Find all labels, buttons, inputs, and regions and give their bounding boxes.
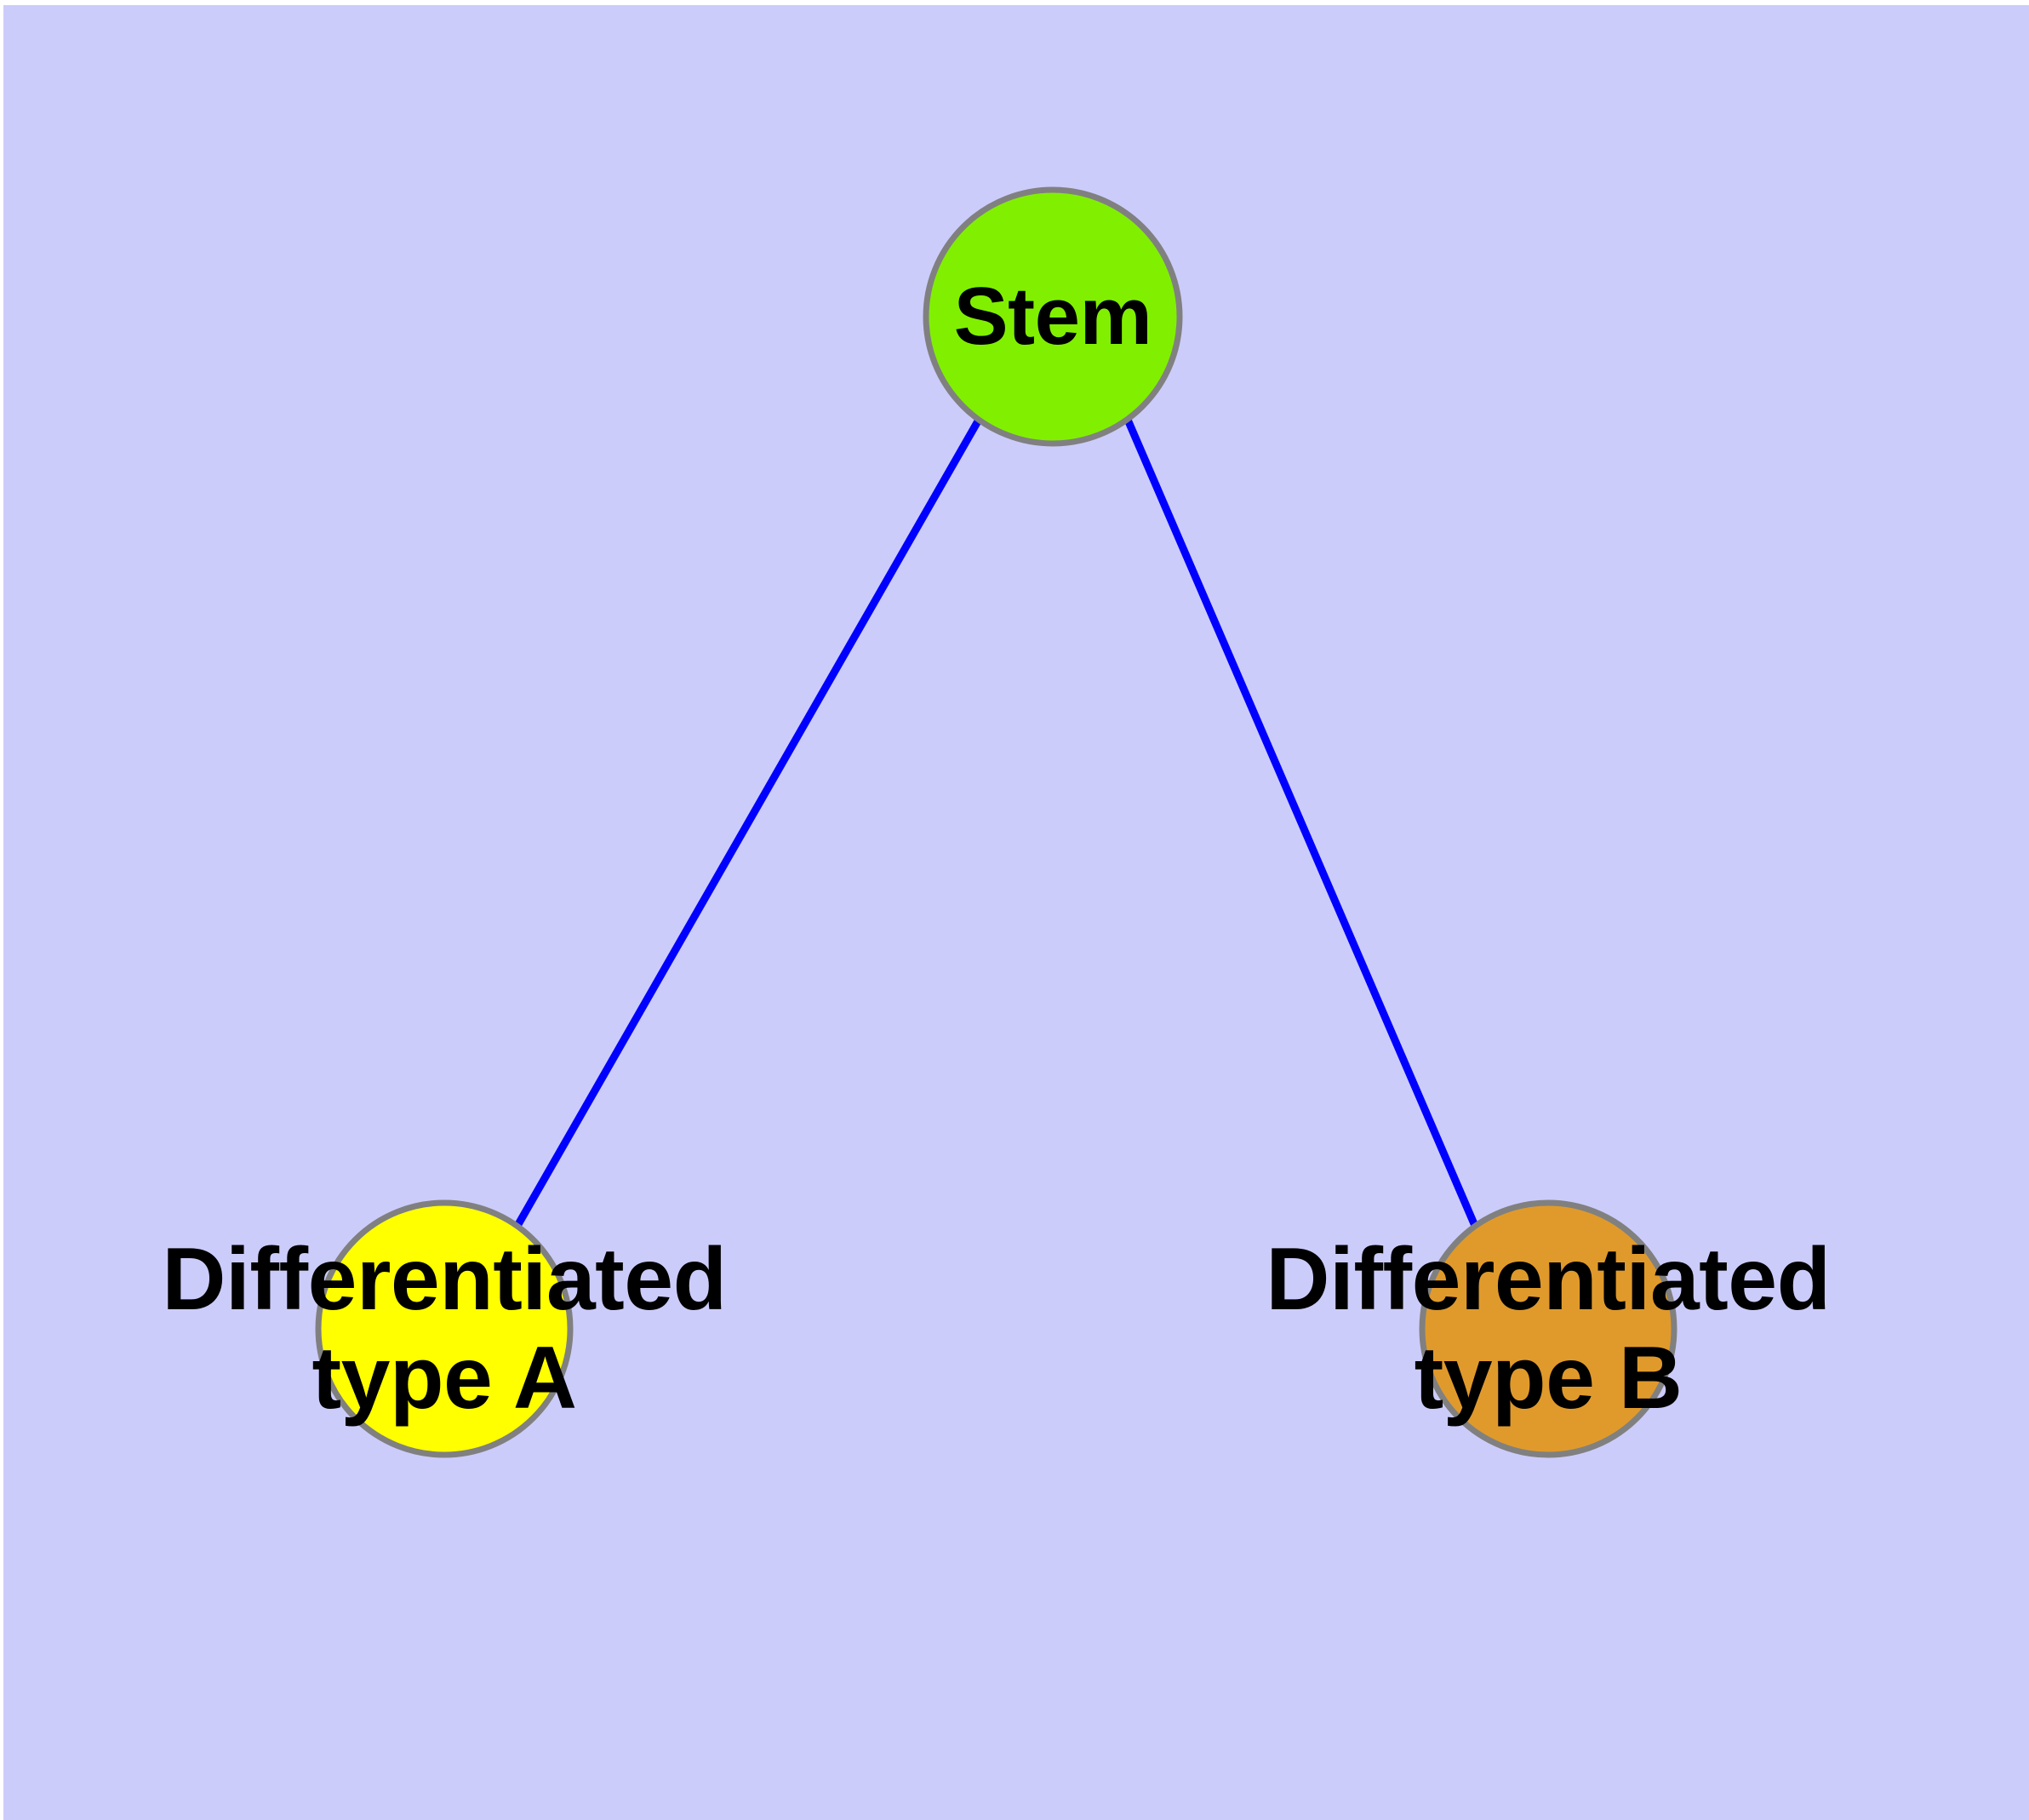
edge-layer bbox=[514, 417, 1479, 1228]
node-stem[interactable] bbox=[923, 186, 1183, 447]
edge-stem-to-diff-a[interactable] bbox=[514, 417, 982, 1228]
node-diff-b[interactable] bbox=[1419, 1199, 1677, 1458]
edge-stem-to-diff-b[interactable] bbox=[1123, 418, 1479, 1228]
node-layer bbox=[315, 186, 1677, 1458]
node-diff-a[interactable] bbox=[315, 1199, 574, 1458]
